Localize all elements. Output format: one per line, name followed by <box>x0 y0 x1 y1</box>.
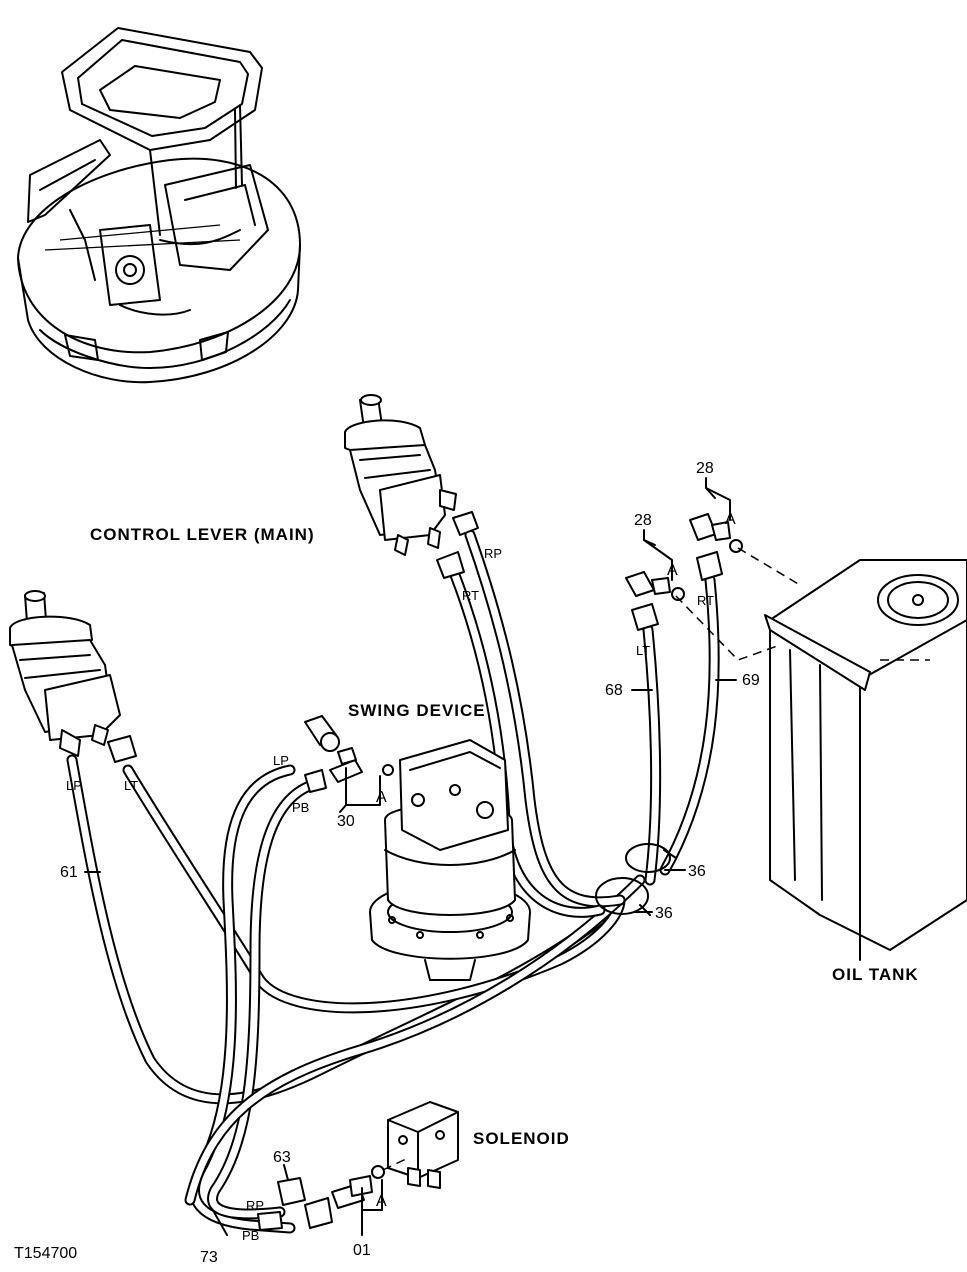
solenoid-fittings <box>257 1165 385 1231</box>
part-30: 30 <box>337 813 355 830</box>
control-lever-label: CONTROL LEVER (MAIN) <box>90 525 315 544</box>
port-lt-tank: LT <box>636 643 650 658</box>
view-ref-a-01: A <box>376 1193 387 1210</box>
control-lever-right <box>344 394 479 579</box>
port-lp-left: LP <box>66 778 82 793</box>
part-36-upper: 36 <box>688 863 706 880</box>
part-28-right: 28 <box>696 460 714 477</box>
dashed-leaders <box>382 547 801 1171</box>
view-ref-a-28-right: A <box>725 511 736 528</box>
port-rp-top: RP <box>484 546 502 561</box>
view-ref-a-30: A <box>376 789 387 806</box>
part-36-lower: 36 <box>655 905 673 922</box>
port-pb-mid: PB <box>292 800 309 815</box>
machine-overview-illustration <box>17 27 301 384</box>
control-lever-left <box>9 590 137 763</box>
view-ref-a-28-left: A <box>667 562 678 579</box>
swing-device-motor <box>369 739 531 981</box>
callout-leaders <box>84 477 737 1236</box>
tank-fittings <box>625 513 743 631</box>
oil-tank-label: OIL TANK <box>832 965 919 984</box>
port-rt-top: RT <box>462 588 479 603</box>
port-lp-mid: LP <box>273 753 289 768</box>
text-labels: CONTROL LEVER (MAIN) SWING DEVICE OIL TA… <box>14 460 919 1266</box>
part-73: 73 <box>200 1249 218 1266</box>
port-rp-bottom: RP <box>246 1198 264 1213</box>
oil-tank <box>764 559 967 961</box>
part-69: 69 <box>742 672 760 689</box>
part-68: 68 <box>605 682 623 699</box>
part-63: 63 <box>273 1149 291 1166</box>
part-01: 01 <box>353 1242 371 1259</box>
hose-clamps <box>595 843 677 916</box>
part-28-left: 28 <box>634 512 652 529</box>
port-rt-tank: RT <box>697 593 714 608</box>
solenoid-valve <box>387 1101 459 1189</box>
port-pb-bottom: PB <box>242 1228 259 1243</box>
figure-id: T154700 <box>14 1245 77 1262</box>
port-lt-left: LT <box>124 778 138 793</box>
solenoid-label: SOLENOID <box>473 1129 570 1148</box>
part-61: 61 <box>60 864 78 881</box>
swing-device-label: SWING DEVICE <box>348 701 486 720</box>
